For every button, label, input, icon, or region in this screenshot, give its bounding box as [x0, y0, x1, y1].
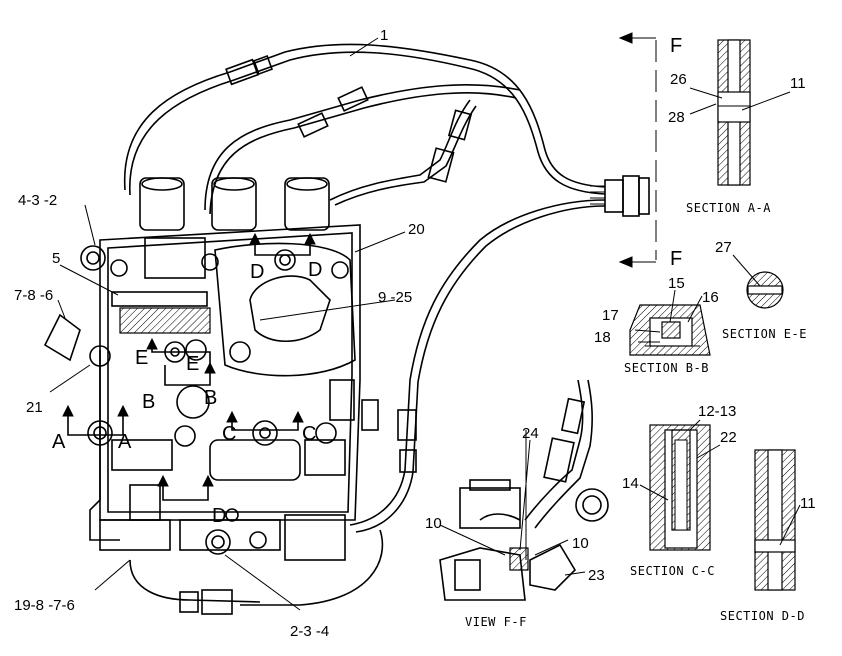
- section-cut-arrows: [62, 232, 316, 501]
- section-b-detail: [629, 289, 711, 356]
- marker-d-top1: D: [250, 261, 264, 283]
- title-view-f: VIEW F-F: [465, 615, 527, 629]
- callout-12-13: 12-13: [698, 403, 736, 420]
- marker-a-right: A: [118, 431, 132, 453]
- callout-7-8-6: 7-8 -6: [14, 287, 53, 304]
- marker-e-right: E: [186, 353, 199, 375]
- marker-d-top2: D: [308, 259, 322, 281]
- callout-5: 5: [52, 250, 60, 267]
- callout-19-8-7-6: 19-8 -7-6: [14, 597, 75, 614]
- view-f-cut-line: [618, 32, 657, 268]
- marker-c-right: C: [302, 423, 316, 445]
- title-section-e: SECTION E-E: [722, 327, 807, 341]
- section-c-detail: [639, 419, 721, 551]
- harness-connectors: [179, 55, 473, 615]
- callout-27: 27: [715, 239, 732, 256]
- title-section-b: SECTION B-B: [624, 361, 709, 375]
- section-a-detail: [689, 39, 791, 186]
- marker-f-top: F: [670, 35, 682, 57]
- marker-d-bottom: D: [212, 505, 226, 527]
- main-harness-connector: [590, 175, 650, 217]
- leader-lines: [49, 37, 586, 611]
- title-section-c: SECTION C-C: [630, 564, 715, 578]
- marker-b-left: B: [142, 391, 155, 413]
- marker-e-left: E: [135, 347, 148, 369]
- solenoids: [139, 177, 330, 231]
- callout-16: 16: [702, 289, 719, 306]
- section-titles: SECTION A-A SECTION E-E SECTION B-B SECT…: [465, 201, 807, 629]
- wiring-harness: [123, 43, 606, 606]
- title-section-d: SECTION D-D: [720, 609, 805, 623]
- marker-a-left: A: [52, 431, 66, 453]
- section-markers: F F A A B B E E D D D C C: [52, 35, 682, 527]
- marker-c-left: C: [222, 423, 236, 445]
- callout-24: 24: [522, 425, 539, 442]
- view-f-detail: [439, 379, 609, 601]
- callout-17: 17: [602, 307, 619, 324]
- title-section-a: SECTION A-A: [686, 201, 771, 215]
- callout-26: 26: [670, 71, 687, 88]
- callout-20: 20: [408, 221, 425, 238]
- callout-labels: 1 4-3 -2 5 7-8 -6 21 20 9 -25 19-8 -7-6 …: [14, 27, 816, 640]
- marker-b-right: B: [204, 387, 217, 409]
- callout-2-3-4: 2-3 -4: [290, 623, 329, 640]
- callout-21: 21: [26, 399, 43, 416]
- callout-28: 28: [668, 109, 685, 126]
- callout-15: 15: [668, 275, 685, 292]
- callout-22: 22: [720, 429, 737, 446]
- callout-10b: 10: [572, 535, 589, 552]
- callout-10a: 10: [425, 515, 442, 532]
- callout-18: 18: [594, 329, 611, 346]
- section-e-detail: [732, 254, 784, 309]
- callout-11a: 11: [790, 75, 806, 92]
- callout-23: 23: [588, 567, 605, 584]
- callout-11b: 11: [800, 495, 816, 512]
- marker-f-bottom: F: [670, 248, 682, 270]
- callout-4-3-2: 4-3 -2: [18, 192, 57, 209]
- callout-14: 14: [622, 475, 639, 492]
- callout-9-25: 9 -25: [378, 289, 412, 306]
- callout-1: 1: [380, 27, 388, 44]
- bolt-circles: [80, 245, 349, 555]
- section-d-detail: [754, 449, 801, 591]
